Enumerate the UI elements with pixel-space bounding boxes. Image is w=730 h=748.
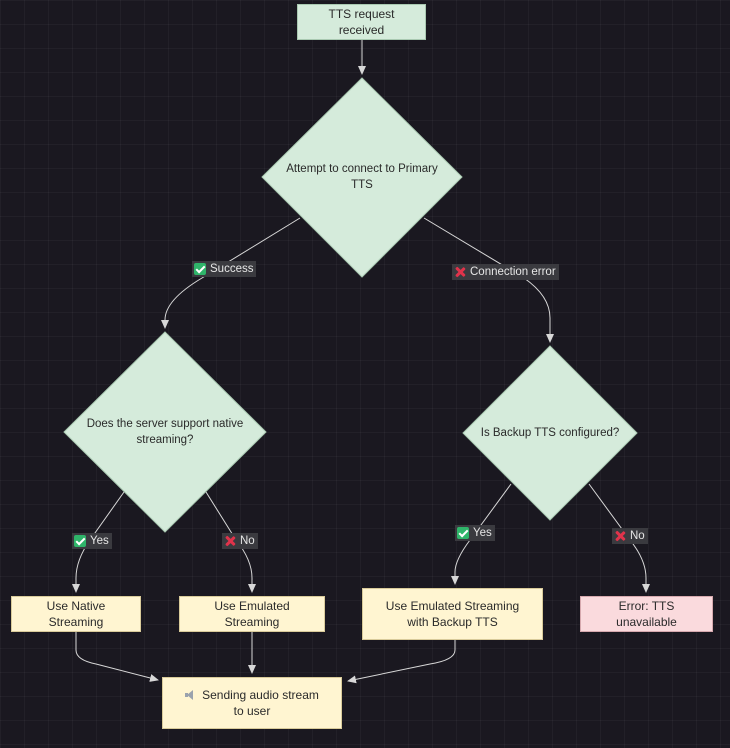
edge-primary-to-native-question	[161, 217, 301, 329]
native-streaming-node: Use Native Streaming	[11, 596, 141, 632]
edge-label-no-native-text: No	[240, 535, 255, 547]
edge-label-no-backup-text: No	[630, 530, 645, 542]
decision-primary-shape	[261, 77, 463, 278]
check-mark-icon	[194, 263, 206, 275]
edge-label-yes-backup-text: Yes	[473, 527, 492, 539]
decision-primary-label-box: Attempt to connect to Primary TTS	[282, 152, 442, 202]
emulated-streaming-node: Use Emulated Streaming	[179, 596, 325, 632]
speaker-icon	[185, 690, 196, 700]
edge-label-connection-error-text: Connection error	[470, 266, 556, 278]
edge-label-yes-native: Yes	[72, 533, 112, 549]
sending-label: Sending audio stream to user	[202, 688, 319, 718]
error-node: Error: TTS unavailable	[580, 596, 713, 632]
error-label: Error: TTS unavailable	[616, 599, 677, 629]
sending-node: Sending audio stream to user	[162, 677, 342, 729]
start-node-label: TTS request received	[328, 7, 395, 37]
edge-emulated-backup-to-sending	[347, 640, 456, 684]
decision-native-shape	[63, 331, 267, 533]
decision-native-label: Does the server support native streaming…	[86, 418, 244, 446]
decision-backup-label: Is Backup TTS configured?	[480, 427, 620, 439]
edge-label-no-backup: No	[612, 528, 648, 544]
edge-native-to-sending	[75, 632, 159, 682]
sending-label-wrap: Sending audio stream to user	[183, 687, 321, 719]
edge-label-success-text: Success	[210, 263, 254, 275]
edge-primary-to-backup-question	[423, 217, 554, 343]
check-mark-icon	[457, 527, 469, 539]
check-mark-icon	[74, 535, 86, 547]
edge-label-yes-backup: Yes	[455, 525, 495, 541]
decision-primary-label: Attempt to connect to Primary TTS	[286, 163, 438, 191]
start-node: TTS request received	[297, 4, 426, 40]
cross-mark-icon	[614, 530, 626, 542]
edge-label-no-native: No	[222, 533, 258, 549]
decision-backup-shape	[462, 345, 638, 521]
decision-native-label-box: Does the server support native streaming…	[85, 407, 245, 457]
edge-label-connection-error: Connection error	[452, 264, 559, 280]
cross-mark-icon	[224, 535, 236, 547]
edge-label-yes-native-text: Yes	[90, 535, 109, 547]
emulated-streaming-label: Use Emulated Streaming	[214, 599, 290, 629]
edge-label-success: Success	[192, 261, 257, 277]
emulated-backup-label: Use Emulated Streaming with Backup TTS	[385, 599, 520, 629]
cross-mark-icon	[454, 266, 466, 278]
decision-backup-label-box: Is Backup TTS configured?	[478, 420, 622, 446]
native-streaming-label: Use Native Streaming	[46, 599, 106, 629]
emulated-backup-node: Use Emulated Streaming with Backup TTS	[362, 588, 543, 640]
